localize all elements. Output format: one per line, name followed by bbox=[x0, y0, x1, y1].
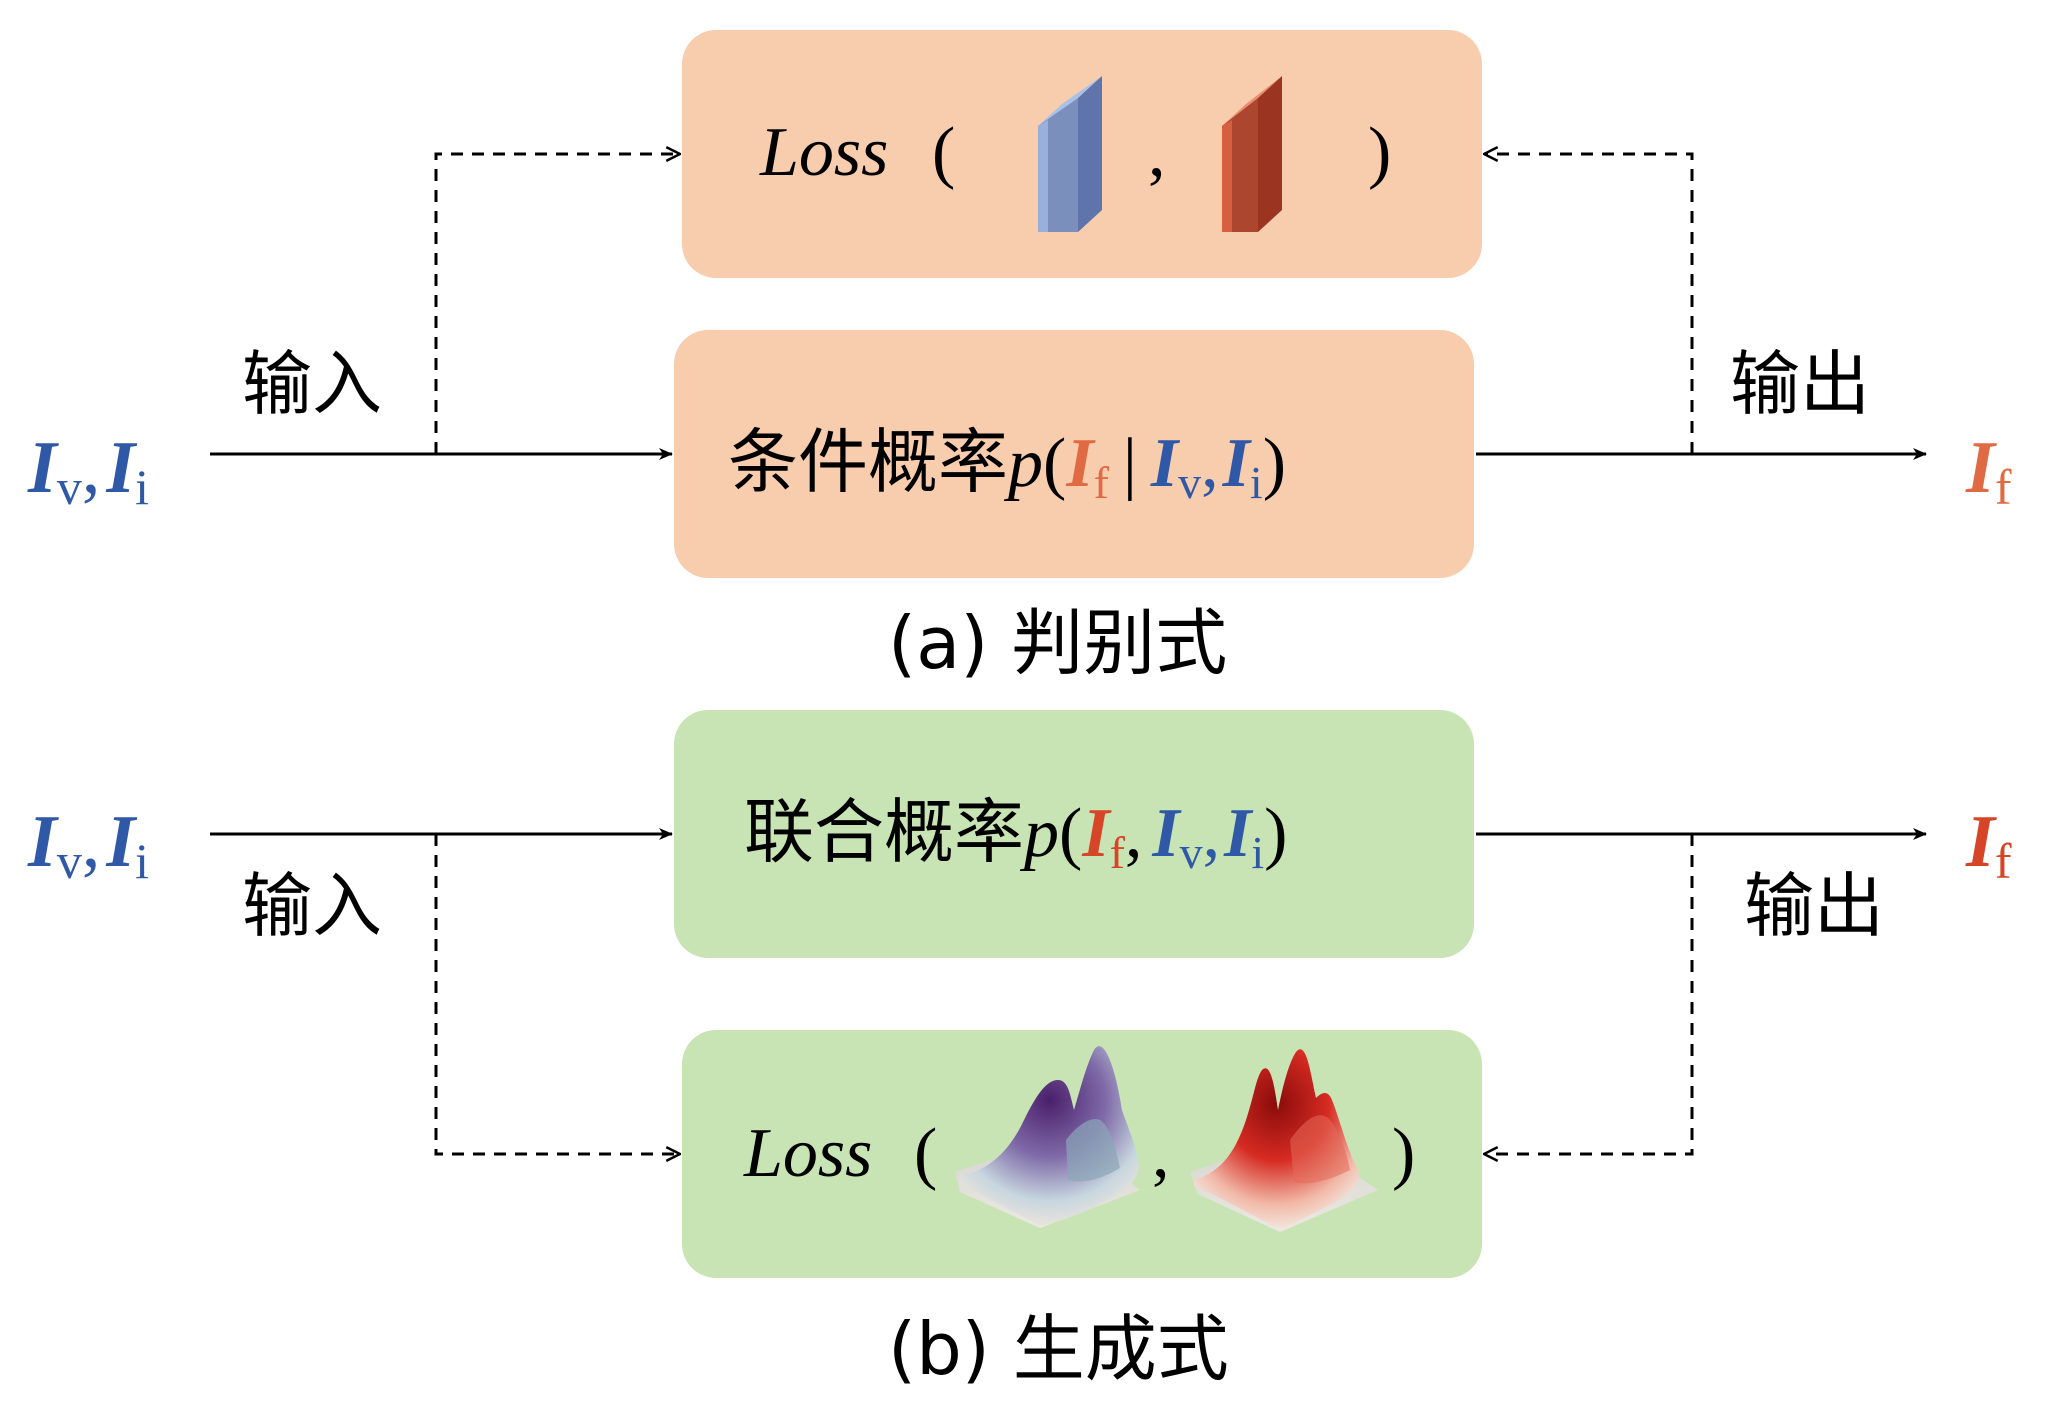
caption-b: (b) 生成式 bbox=[888, 1307, 1229, 1391]
model-formula-b: 联合概率p(If,Iv,Ii) bbox=[744, 791, 1287, 878]
left-sep-b: , bbox=[82, 801, 101, 883]
symbol-I-v-a: I bbox=[1150, 425, 1181, 502]
left-I-i-a: I bbox=[105, 427, 137, 509]
formula-close-b: ) bbox=[1264, 795, 1287, 872]
red-feature-map-icon bbox=[1222, 76, 1282, 232]
caption-a: (a) 判别式 bbox=[888, 601, 1227, 685]
formula-bar-a: | bbox=[1123, 425, 1137, 502]
left-I-i-b: I bbox=[105, 801, 137, 883]
model-box-b bbox=[674, 710, 1474, 958]
input-label-a: 输入 bbox=[242, 343, 382, 425]
symbol-I-i-b: I bbox=[1223, 795, 1254, 872]
sep-a: , bbox=[1201, 425, 1219, 502]
formula-comma1-b: , bbox=[1125, 795, 1143, 872]
formula-open-a: ( bbox=[1043, 425, 1066, 502]
symbol-I-i-a: I bbox=[1222, 425, 1253, 502]
symbol-I-f-a: I bbox=[1065, 425, 1096, 502]
sub-v-b: v bbox=[1180, 827, 1203, 878]
blue-feature-map-icon bbox=[1038, 76, 1102, 232]
output-label-a: 输出 bbox=[1730, 343, 1870, 425]
loss-word-b: Loss bbox=[743, 1115, 872, 1192]
output-dashed-arrow-a bbox=[1484, 154, 1694, 454]
loss-open-paren-b: ( bbox=[914, 1115, 937, 1192]
sub-v-a: v bbox=[1178, 457, 1201, 508]
sub-i-a: i bbox=[1250, 457, 1263, 508]
input-symbols-b: Iv,Ii bbox=[27, 801, 149, 889]
purple-gaussian-surface-icon bbox=[955, 1046, 1140, 1228]
model-formula-a: 条件概率p(If|Iv,Ii) bbox=[728, 421, 1286, 508]
panel-b: 联合概率p(If,Iv,Ii) Loss ( , ) Iv,Ii 输入 If 输 bbox=[27, 710, 2012, 1391]
sub-f-b: f bbox=[1110, 827, 1126, 878]
input-dashed-arrow-b bbox=[434, 834, 680, 1154]
output-symbol-a: If bbox=[1965, 427, 2012, 515]
right-sub-f-b: f bbox=[1995, 833, 2012, 889]
loss-comma-b: , bbox=[1152, 1115, 1170, 1192]
model-prefix-b: 联合概率 bbox=[744, 791, 1024, 873]
output-symbol-b: If bbox=[1965, 801, 2012, 889]
model-box-a bbox=[674, 330, 1474, 578]
left-I-v-a: I bbox=[27, 427, 59, 509]
panel-a: Loss ( , ) 条件概率p(If|Iv,Ii) Iv,Ii 输入 bbox=[27, 30, 2012, 685]
left-I-v-b: I bbox=[27, 801, 59, 883]
input-dashed-arrow-a bbox=[434, 154, 680, 454]
formula-open-b: ( bbox=[1059, 795, 1082, 872]
loss-open-paren-a: ( bbox=[932, 114, 955, 191]
loss-close-paren-b: ) bbox=[1392, 1115, 1415, 1192]
formula-comma2-b: , bbox=[1203, 795, 1221, 872]
model-prefix-a: 条件概率 bbox=[728, 421, 1008, 503]
left-sub-i-a: i bbox=[135, 459, 149, 515]
sub-f-a: f bbox=[1094, 457, 1110, 508]
output-label-b: 输出 bbox=[1744, 865, 1884, 947]
sub-i-b: i bbox=[1251, 827, 1264, 878]
right-I-f-b: I bbox=[1965, 801, 1997, 883]
input-symbols-a: Iv,Ii bbox=[27, 427, 149, 515]
red-gaussian-surface-icon bbox=[1190, 1049, 1378, 1232]
left-sep-a: , bbox=[82, 427, 101, 509]
left-sub-i-b: i bbox=[135, 833, 149, 889]
formula-p-b: p bbox=[1019, 795, 1059, 872]
output-dashed-arrow-b bbox=[1484, 834, 1694, 1154]
formula-p-a: p bbox=[1003, 425, 1043, 502]
symbol-I-v-b: I bbox=[1151, 795, 1182, 872]
formula-close-a: ) bbox=[1263, 425, 1286, 502]
loss-word-a: Loss bbox=[759, 114, 888, 191]
right-sub-f-a: f bbox=[1995, 459, 2012, 515]
loss-close-paren-a: ) bbox=[1368, 114, 1391, 191]
input-label-b: 输入 bbox=[242, 865, 382, 947]
right-I-f-a: I bbox=[1965, 427, 1997, 509]
left-sub-v-b: v bbox=[57, 833, 82, 889]
loss-comma-a: , bbox=[1148, 114, 1166, 191]
left-sub-v-a: v bbox=[57, 459, 82, 515]
symbol-I-f-b: I bbox=[1081, 795, 1112, 872]
